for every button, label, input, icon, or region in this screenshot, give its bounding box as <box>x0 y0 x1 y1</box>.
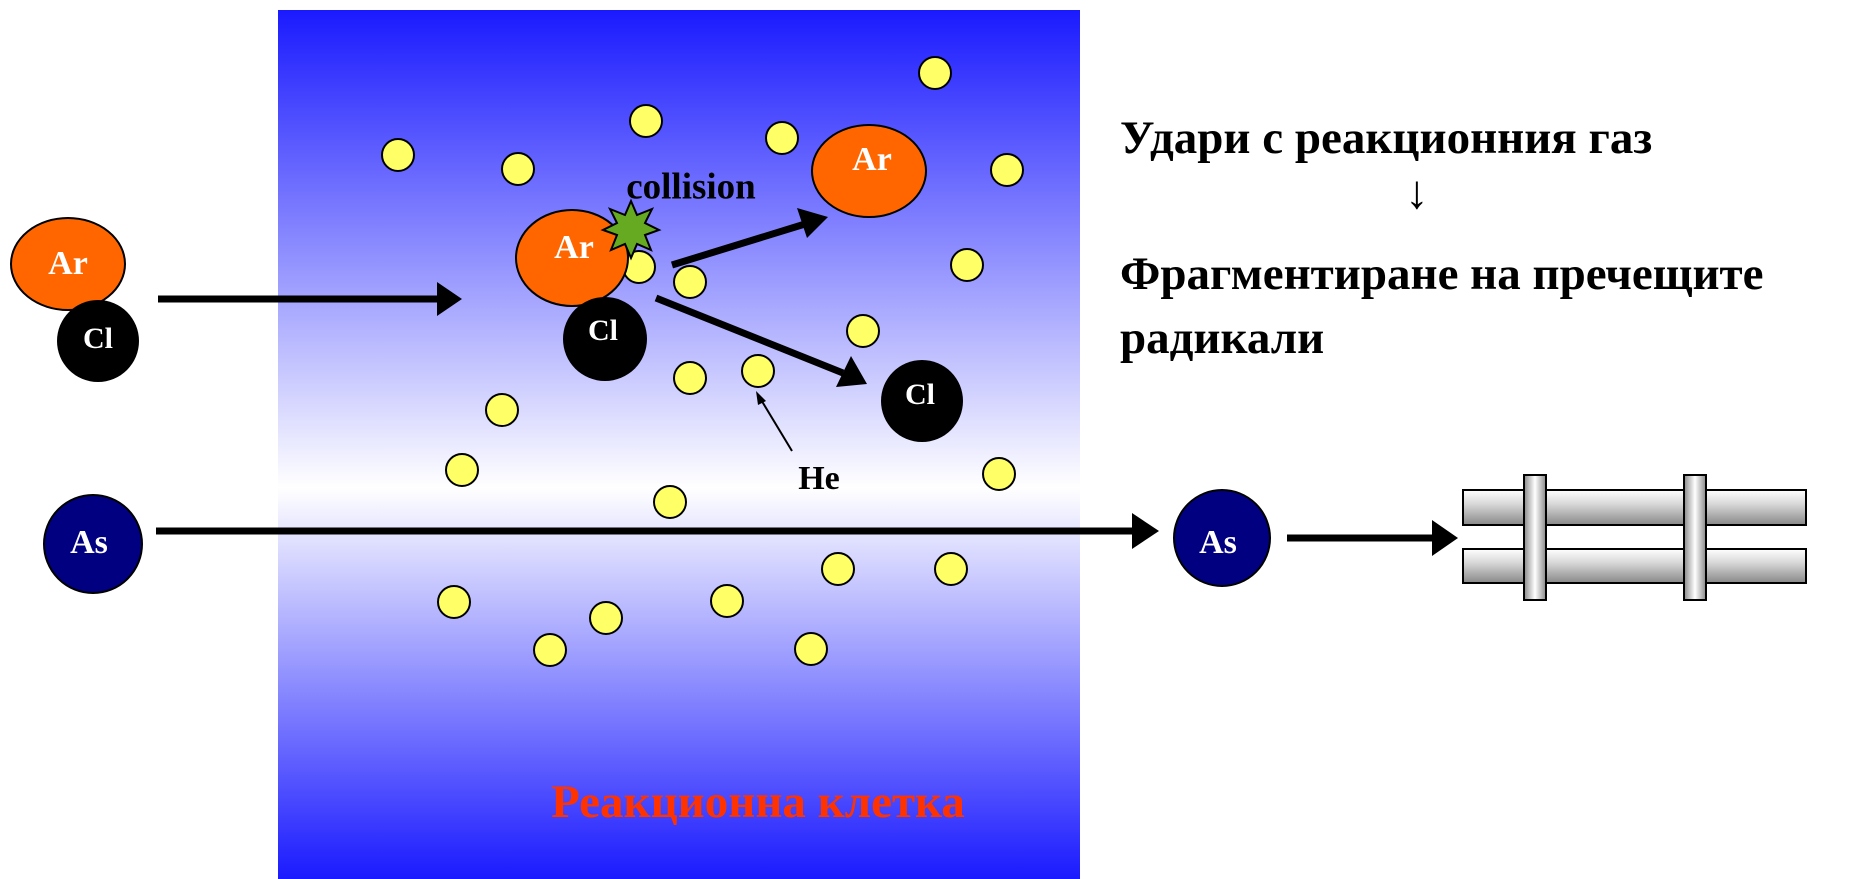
he-atom <box>501 152 535 186</box>
ar-label: Ar <box>48 245 88 282</box>
cl-atom-outgoing <box>881 360 963 442</box>
he-atom <box>437 585 471 619</box>
cl-scatter-arrow <box>654 294 845 377</box>
cl-label: Cl <box>905 378 935 411</box>
he-atom <box>485 393 519 427</box>
he-atom <box>982 457 1016 491</box>
ar-label: Ar <box>554 229 594 266</box>
collision-star <box>600 198 662 261</box>
he-atom <box>821 552 855 586</box>
he-atom <box>950 248 984 282</box>
as-atom-incoming <box>43 494 143 594</box>
he-atom <box>673 361 707 395</box>
side-text-arrow: ↓ <box>1405 167 1429 219</box>
he-atom <box>653 485 687 519</box>
he-atom <box>673 265 707 299</box>
side-text-line-2: Фрагментиране на пречещите <box>1120 248 1764 300</box>
ar-scatter-arrow <box>670 220 807 269</box>
cl-atom-incoming <box>57 300 139 382</box>
he-atom <box>629 104 663 138</box>
cl-label: Cl <box>83 322 113 355</box>
he-atom <box>765 121 799 155</box>
quadrupole-icon <box>1462 474 1807 601</box>
he-atom <box>918 56 952 90</box>
he-pointer <box>759 397 793 452</box>
he-atom <box>934 552 968 586</box>
as-atom-outgoing <box>1173 489 1271 587</box>
cl-label: Cl <box>588 314 618 347</box>
he-atom <box>445 453 479 487</box>
ar-atom-incoming <box>10 217 126 311</box>
he-atom <box>846 314 880 348</box>
cl-atom-colliding <box>563 297 647 381</box>
ar-atom-colliding <box>515 209 629 307</box>
he-atom <box>794 632 828 666</box>
side-text-line-3: радикали <box>1120 312 1325 364</box>
he-atom <box>381 138 415 172</box>
side-text-line-1: Удари с реакционния газ <box>1120 112 1653 164</box>
he-atom <box>589 601 623 635</box>
he-atom <box>741 354 775 388</box>
ar-label: Ar <box>852 141 892 178</box>
collision-label: collision <box>626 166 756 207</box>
he-atom <box>533 633 567 667</box>
ar-atom-outgoing <box>811 124 927 218</box>
as-label: As <box>70 524 108 561</box>
he-atom <box>710 584 744 618</box>
he-label: He <box>798 460 840 497</box>
he-atom <box>990 153 1024 187</box>
cell-label: Реакционна клетка <box>551 776 965 828</box>
as-label: As <box>1199 524 1237 561</box>
